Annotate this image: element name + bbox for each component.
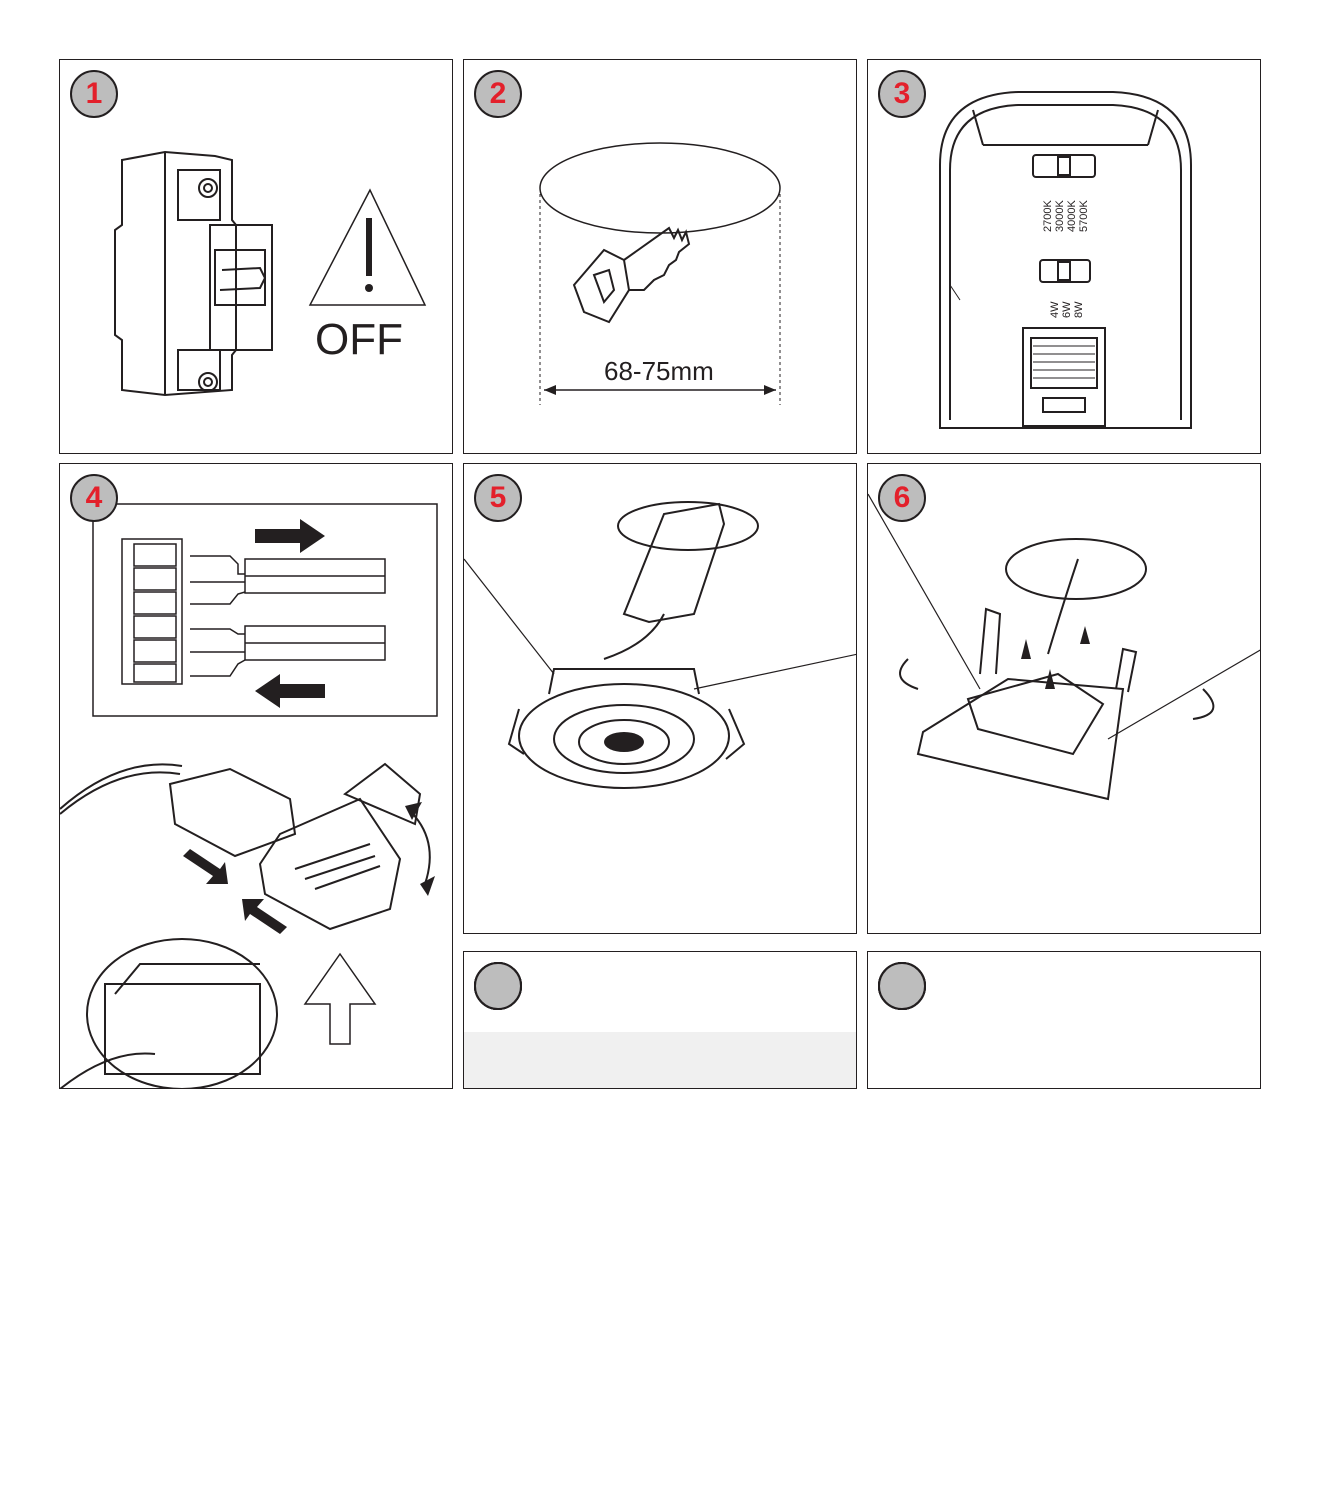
step-6-panel: 6 [867, 463, 1261, 934]
step-8-content [867, 951, 1261, 1089]
cct-5700k-label: 5700K [1078, 200, 1090, 232]
watt-4w-label: 4W [1049, 301, 1061, 319]
down-arrow-icon [303, 952, 377, 1045]
step-2-panel: 2 68-75mm [463, 59, 857, 454]
cct-4000k-label: 4000K [1066, 200, 1078, 232]
cct-3000k-label: 3000K [1054, 200, 1066, 232]
watt-8w-label: 8W [1073, 301, 1085, 319]
step-5-panel: 5 [463, 463, 857, 934]
step-1-badge: 1 [70, 70, 118, 118]
step-3-badge: 3 [878, 70, 926, 118]
saw-icon [572, 226, 691, 324]
cct-2700k-label: 2700K [1042, 200, 1054, 232]
step-4-panel: 4 [59, 463, 453, 1089]
cutout-dimension: 68-75mm [604, 356, 714, 386]
insert-downlight-diagram [464, 501, 856, 789]
step-7-badge-final [474, 962, 522, 1010]
step-6-badge: 6 [878, 474, 926, 522]
off-label: OFF [315, 315, 403, 364]
spring-clip-diagram [868, 493, 1260, 801]
step-8-badge-final [878, 962, 926, 1010]
circuit-breaker-off-icon [114, 150, 427, 397]
watt-6w-label: 6W [1061, 301, 1073, 319]
step-1-panel: 1 OFF [59, 59, 453, 454]
ip-shade [464, 1032, 856, 1088]
step-7-content [463, 951, 857, 1089]
hole-saw-diagram [539, 142, 781, 405]
wiring-diagram [60, 503, 438, 1088]
connector-box-open-icon [60, 762, 431, 931]
step-5-badge: 5 [474, 474, 522, 522]
step-4-badge: 4 [70, 474, 118, 522]
terminal-closeup-icon [86, 938, 278, 1088]
step-2-badge: 2 [474, 70, 522, 118]
closed-connector-icon [60, 1052, 156, 1088]
step-3-panel: 3 2700K 3000K 4000K 5700K 4W 6W 8W [867, 59, 1261, 454]
driver-switches-diagram [939, 91, 1192, 429]
